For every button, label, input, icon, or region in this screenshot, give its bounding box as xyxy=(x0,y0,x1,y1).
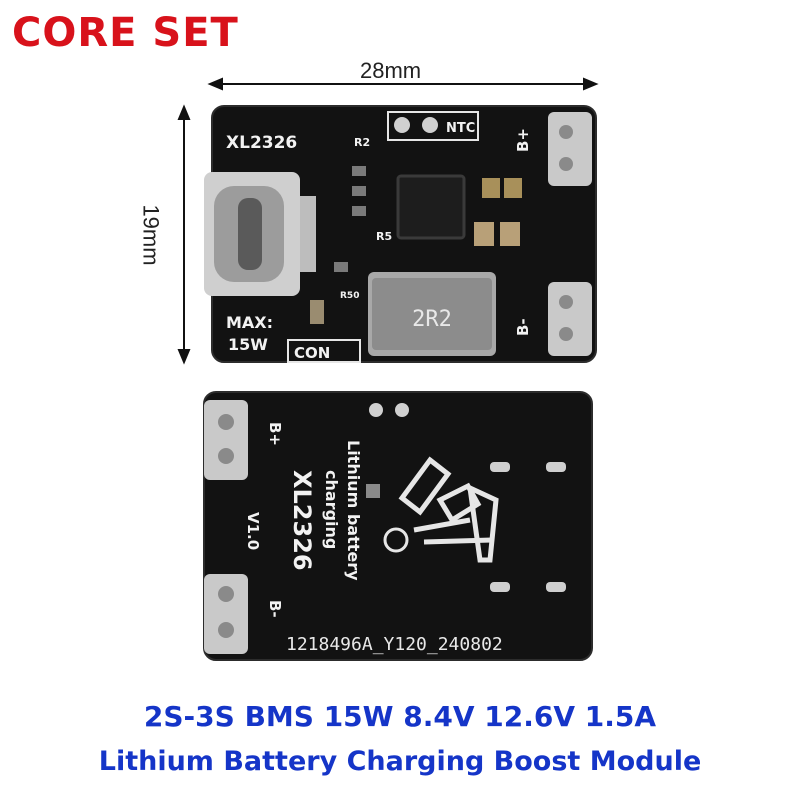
inductor-label: 2R2 xyxy=(412,307,452,332)
caption-line-1: 2S-3S BMS 15W 8.4V 12.6V 1.5A xyxy=(143,700,657,733)
width-dimension-label: 28mm xyxy=(360,58,422,83)
b-plus-pad xyxy=(548,112,592,186)
r50-label: R50 xyxy=(340,291,359,301)
back-b-minus-label: B- xyxy=(266,600,284,618)
front-chip-label: XL2326 xyxy=(226,133,297,153)
ntc-label: NTC xyxy=(446,121,475,136)
power-label: 15W xyxy=(228,335,268,354)
back-version-label: V1.0 xyxy=(244,512,262,550)
caption-line-2: Lithium Battery Charging Boost Module xyxy=(98,746,702,777)
width-dimension-arrow xyxy=(207,77,599,91)
front-pcb-board: 2R2 XL2326 NTC R2 R5 R50 MAX: 15W CON B+… xyxy=(204,105,597,363)
brand-logo-text: CORE SET xyxy=(12,10,239,56)
height-dimension-label: 19mm xyxy=(138,204,164,266)
back-pcb-board: B+ B- Lithium battery charging XL2326 V1… xyxy=(203,391,593,661)
back-b-plus-label: B+ xyxy=(266,422,284,446)
back-chip-label: XL2326 xyxy=(288,470,316,571)
gear-icon xyxy=(383,527,409,553)
front-b-minus-label: B- xyxy=(514,318,532,336)
back-desc-line1: Lithium battery xyxy=(344,440,363,581)
max-label: MAX: xyxy=(226,313,273,332)
con-label: CON xyxy=(294,344,330,362)
serial-number: 1218496A_Y120_240802 xyxy=(286,634,503,655)
logo-graphic xyxy=(398,456,499,563)
front-b-plus-label: B+ xyxy=(514,128,532,152)
height-dimension-arrow xyxy=(177,104,191,365)
r5-label: R5 xyxy=(376,230,392,243)
back-desc-line2: charging xyxy=(322,470,341,549)
r2-label: R2 xyxy=(354,136,370,149)
xl2326-ic-chip xyxy=(396,174,466,240)
b-minus-pad xyxy=(548,282,592,356)
